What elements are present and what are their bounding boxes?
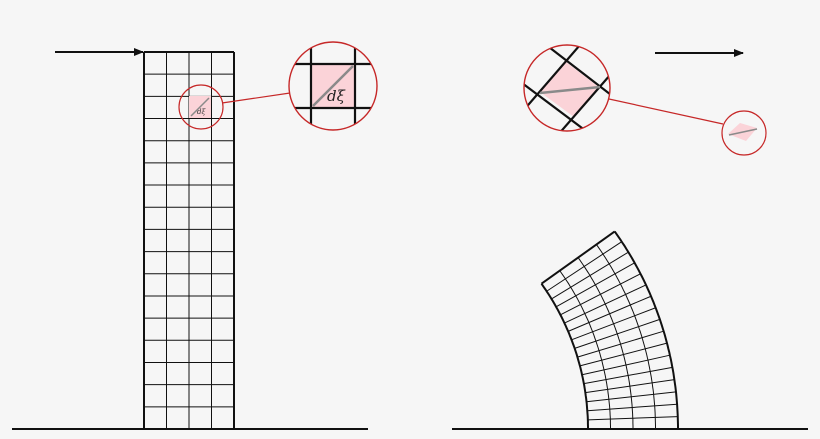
mesh-radial-line <box>579 342 668 367</box>
mesh-radial-line <box>587 416 678 421</box>
element-vector-deformed <box>728 128 758 136</box>
zoom-circle-right <box>523 44 611 132</box>
zoom-marker-small-left <box>178 84 224 130</box>
mesh-radial-line <box>564 284 647 324</box>
element-label-small: dξ <box>197 108 206 116</box>
mesh-radial-line <box>577 330 664 358</box>
mesh-radial-line <box>567 295 652 332</box>
mesh-radial-line <box>571 307 656 341</box>
mesh-curved-line <box>577 257 634 429</box>
deformed-column-mesh <box>540 230 679 430</box>
element-label-zoom: dξ <box>327 87 346 105</box>
mesh-radial-line <box>574 318 661 349</box>
mesh-curved-line <box>595 244 656 429</box>
zoom-marker-small-right <box>721 110 767 156</box>
mesh-radial-line <box>551 251 629 300</box>
element-vector-small <box>190 97 210 117</box>
mesh-curved-line <box>559 270 611 429</box>
mesh-curved-line <box>613 230 679 429</box>
mesh-radial-line <box>560 273 641 316</box>
undeformed-column-mesh <box>143 51 235 430</box>
mesh-radial-line <box>555 262 635 308</box>
mesh-radial-line <box>587 403 678 412</box>
mesh-radial-line <box>546 241 623 292</box>
mesh-radial-line <box>540 230 616 285</box>
zoom-connector-right <box>608 98 724 125</box>
zoom-connector-left <box>221 92 291 104</box>
mesh-radial-line <box>585 379 675 394</box>
zoom-circle-left: dξ <box>288 41 378 131</box>
mesh-radial-line <box>581 354 671 376</box>
mesh-radial-line <box>583 366 673 385</box>
mesh-radial-line <box>586 391 677 403</box>
mesh-curved-line <box>540 283 589 429</box>
